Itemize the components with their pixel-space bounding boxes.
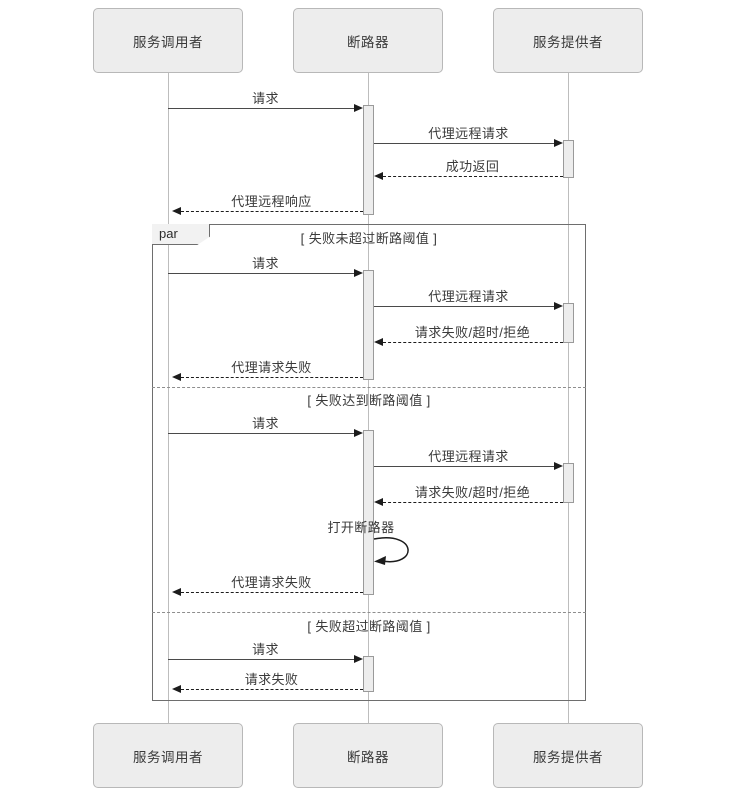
arrow-head-right bbox=[354, 428, 363, 437]
message-line-request-1 bbox=[168, 108, 355, 109]
guard-condition-1: [ 失败未超过断路阈值 ] bbox=[300, 231, 438, 246]
arrow-head-left bbox=[172, 684, 181, 693]
actor-box-caller-top[interactable]: 服务调用者 bbox=[93, 8, 243, 73]
message-label-proxy-remote-request-2: 代理远程请求 bbox=[428, 289, 509, 304]
actor-label: 服务调用者 bbox=[133, 749, 203, 765]
message-label-open-circuit-breaker: 打开断路器 bbox=[327, 520, 395, 535]
message-line-proxy-remote-response bbox=[181, 211, 363, 212]
activation-provider-3 bbox=[563, 463, 574, 503]
actor-box-caller-bottom[interactable]: 服务调用者 bbox=[93, 723, 243, 788]
message-label-request-4: 请求 bbox=[252, 642, 279, 657]
arrow-head-left bbox=[374, 171, 383, 180]
message-label-request-1: 请求 bbox=[252, 91, 279, 106]
actor-box-breaker-bottom[interactable]: 断路器 bbox=[293, 723, 443, 788]
message-label-request-3: 请求 bbox=[252, 416, 279, 431]
message-label-request-failed-timeout-rejected-1: 请求失败/超时/拒绝 bbox=[414, 325, 531, 340]
arrow-head-right bbox=[354, 103, 363, 112]
actor-label: 服务提供者 bbox=[533, 34, 603, 50]
message-label-success-return: 成功返回 bbox=[445, 159, 500, 174]
arrow-head-right bbox=[554, 461, 563, 470]
message-line-request-2 bbox=[168, 273, 355, 274]
activation-breaker-4 bbox=[363, 656, 374, 692]
lifeline-provider bbox=[568, 73, 569, 723]
lifeline-breaker bbox=[368, 73, 369, 723]
message-label-proxy-remote-request-3: 代理远程请求 bbox=[428, 449, 509, 464]
fragment-divider-1 bbox=[152, 387, 586, 388]
message-line-proxy-request-failed-2 bbox=[181, 592, 363, 593]
message-line-request-3 bbox=[168, 433, 355, 434]
activation-provider-1 bbox=[563, 140, 574, 178]
actor-label: 服务调用者 bbox=[133, 34, 203, 50]
arrow-head-left bbox=[374, 497, 383, 506]
arrow-head-right bbox=[554, 138, 563, 147]
activation-breaker-1 bbox=[363, 105, 374, 215]
fragment-divider-2 bbox=[152, 612, 586, 613]
message-line-proxy-remote-request-2 bbox=[374, 306, 555, 307]
actor-box-provider-bottom[interactable]: 服务提供者 bbox=[493, 723, 643, 788]
arrow-head-left bbox=[172, 206, 181, 215]
actor-label: 断路器 bbox=[347, 34, 389, 50]
arrow-head-left bbox=[172, 587, 181, 596]
guard-condition-3: [ 失败超过断路阈值 ] bbox=[307, 619, 431, 634]
guard-condition-2: [ 失败达到断路阈值 ] bbox=[307, 393, 431, 408]
activation-provider-2 bbox=[563, 303, 574, 343]
message-line-request-failed-3 bbox=[181, 689, 363, 690]
actor-label: 断路器 bbox=[347, 749, 389, 765]
message-line-success-return bbox=[383, 176, 563, 177]
arrow-head-left bbox=[374, 337, 383, 346]
activation-breaker-2 bbox=[363, 270, 374, 380]
arrow-head-right bbox=[354, 268, 363, 277]
self-message-arc-open-circuit-breaker bbox=[373, 537, 409, 565]
message-line-proxy-remote-request-3 bbox=[374, 466, 555, 467]
fragment-operator-tab: par bbox=[152, 224, 210, 245]
message-label-request-failed: 请求失败 bbox=[244, 672, 299, 687]
message-label-proxy-remote-response: 代理远程响应 bbox=[231, 194, 312, 209]
message-line-proxy-remote-request-1 bbox=[374, 143, 555, 144]
message-line-request-4 bbox=[168, 659, 355, 660]
message-line-request-failed-1 bbox=[383, 342, 563, 343]
lifeline-caller bbox=[168, 73, 169, 723]
message-label-proxy-remote-request-1: 代理远程请求 bbox=[428, 126, 509, 141]
arrow-head-left bbox=[172, 372, 181, 381]
activation-breaker-3 bbox=[363, 430, 374, 595]
message-label-request-2: 请求 bbox=[252, 256, 279, 271]
message-label-proxy-request-failed-2: 代理请求失败 bbox=[231, 575, 312, 590]
fragment-operator-label: par bbox=[159, 226, 178, 241]
message-label-proxy-request-failed-1: 代理请求失败 bbox=[231, 360, 312, 375]
combined-fragment-par bbox=[152, 224, 586, 701]
message-line-request-failed-2 bbox=[383, 502, 563, 503]
message-line-proxy-request-failed-1 bbox=[181, 377, 363, 378]
actor-box-provider-top[interactable]: 服务提供者 bbox=[493, 8, 643, 73]
arrow-head-right bbox=[554, 301, 563, 310]
actor-label: 服务提供者 bbox=[533, 749, 603, 765]
arrow-head-right bbox=[354, 654, 363, 663]
message-label-request-failed-timeout-rejected-2: 请求失败/超时/拒绝 bbox=[414, 485, 531, 500]
actor-box-breaker-top[interactable]: 断路器 bbox=[293, 8, 443, 73]
